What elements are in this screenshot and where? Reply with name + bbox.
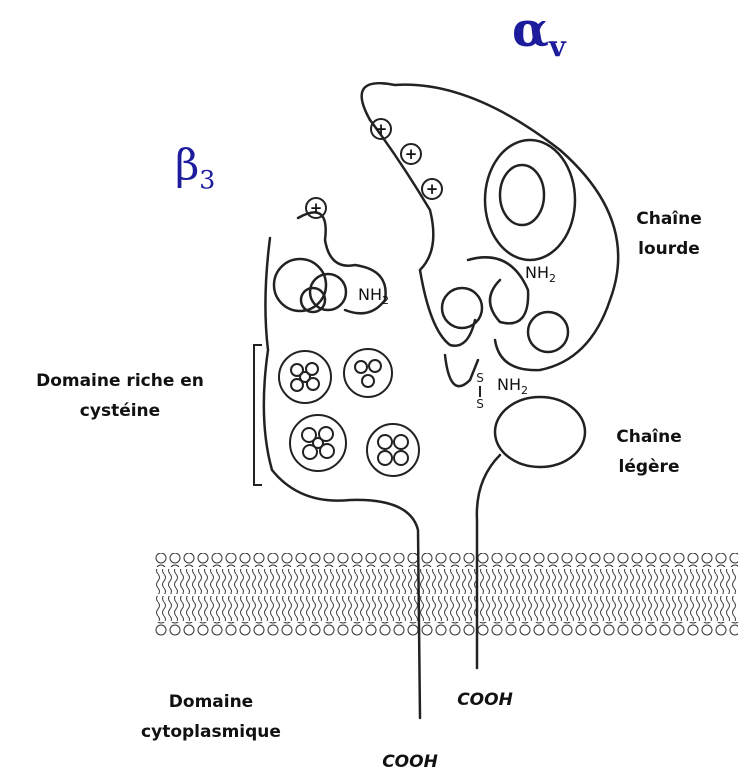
cooh-alpha-label: COOH [445,685,525,715]
charge-plus-4: + [308,193,324,223]
cysteine-domain-label: Domaine riche en cystéine [5,366,235,426]
disulfide-s-top: S [473,372,487,385]
charge-plus-3: + [424,174,440,204]
cysteine-domain-bracket [254,345,262,485]
cytoplasmic-domain-label: Domaine cytoplasmique [128,687,294,747]
nh2-beta-label: NH2 [358,280,389,316]
alpha-heavy-chain [362,83,619,386]
beta3-label: β3 [175,140,215,194]
cysteine-rich-domain [279,349,419,476]
cell-membrane [155,553,738,636]
alpha-v-label: αv [512,2,566,64]
cooh-beta-label: COOH [370,747,450,777]
nh2-alpha-light-label: NH2 [497,370,528,406]
disulfide-s-bottom: S [473,398,487,411]
charge-plus-1: + [373,114,389,144]
light-chain-label: Chaîne légère [596,422,702,482]
nh2-alpha-heavy-label: NH2 [525,258,556,294]
disulfide-bond: S S [473,372,487,411]
charge-plus-2: + [403,139,419,169]
beta-chain [264,212,420,718]
heavy-chain-label: Chaîne lourde [616,204,722,264]
disulfide-bar [479,386,481,397]
